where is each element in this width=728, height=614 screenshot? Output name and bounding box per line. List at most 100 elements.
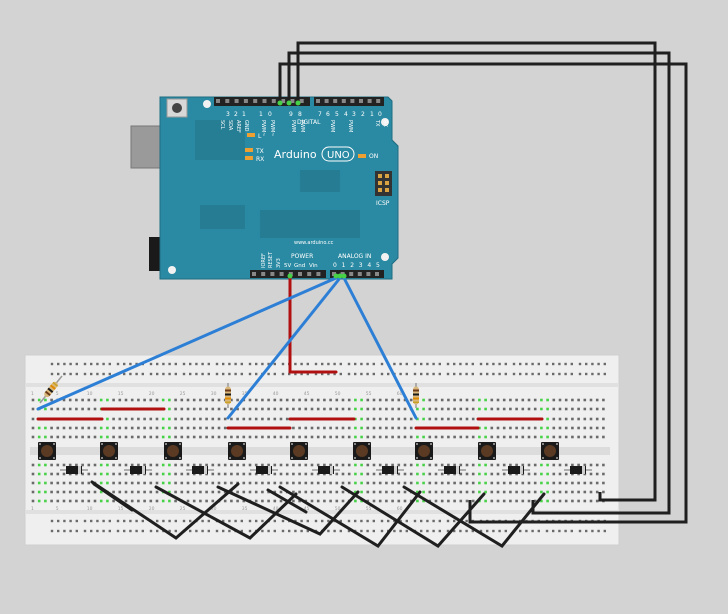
analog-pin-number: 0	[333, 262, 337, 269]
black-long-wires	[278, 41, 688, 524]
power-pin-label: 5V	[284, 263, 291, 269]
long-wire-pin10	[278, 62, 688, 524]
black-wire-7	[92, 482, 134, 512]
power-pin-label: Vin	[309, 263, 318, 269]
breadboard: 1155101015152020252530303535404045455050…	[24, 354, 620, 546]
digital-pin-number: 3	[352, 111, 356, 118]
digital-pin-label: SDA	[227, 120, 233, 131]
row-number-bottom: 20	[149, 506, 155, 512]
breadboard-row-numbers: 1155101015152020252530303535404045455050…	[31, 391, 403, 512]
digital-pin-label: SCL	[219, 120, 225, 130]
row-number-top: 60	[397, 391, 403, 397]
black-wire-3	[216, 485, 360, 536]
digital-pin-number: 9	[289, 111, 293, 118]
digital-pin-number: 1	[370, 111, 374, 118]
diode	[312, 466, 340, 474]
digital-label: DIGITAL	[297, 119, 321, 126]
push-button[interactable]	[100, 442, 118, 460]
row-number-top: 40	[273, 391, 279, 397]
wires	[36, 41, 688, 548]
digital-pin-label: PWM~	[260, 120, 266, 136]
diode	[124, 466, 152, 474]
push-button[interactable]	[353, 442, 371, 460]
push-button[interactable]	[164, 442, 182, 460]
uno-badge	[321, 146, 355, 162]
diode	[564, 466, 592, 474]
digital-pin-number: 1	[259, 111, 263, 118]
digital-pin-label: AREF	[235, 120, 241, 133]
analog-pin-number: 5	[376, 262, 380, 269]
arduino-board: L TX RX Arduino UNO ON ICSP www.arduino.…	[130, 96, 399, 280]
analog-header	[330, 270, 384, 278]
push-button[interactable]	[38, 442, 56, 460]
reset-button-cap[interactable]	[172, 103, 182, 113]
digital-pin-label: PWM	[299, 120, 305, 132]
digital-pin-label: RX	[382, 120, 388, 127]
power-pin-label: RESET	[268, 251, 274, 268]
resistor	[413, 383, 419, 408]
row-number-top: 10	[87, 391, 93, 397]
digital-pin-number: 2	[361, 111, 365, 118]
row-number-top: 35	[242, 391, 248, 397]
digital-pin-number: 4	[344, 111, 348, 118]
diode	[376, 466, 404, 474]
row-number-top: 25	[180, 391, 186, 397]
led-tx	[245, 148, 253, 152]
led-label-l: L	[258, 133, 262, 140]
digital-pin-number: 1	[242, 111, 246, 118]
blue-wire-a2	[342, 276, 418, 420]
analog-in-label: ANALOG IN	[338, 253, 371, 260]
digital-pin-label: PWM	[290, 120, 296, 132]
push-button[interactable]	[478, 442, 496, 460]
row-number-bottom: 15	[118, 506, 124, 512]
row-number-bottom: 10	[87, 506, 93, 512]
black-wire-2	[154, 485, 298, 540]
row-number-bottom: 45	[304, 506, 310, 512]
power-pin-label: Gnd	[294, 263, 305, 269]
row-number-bottom: 55	[366, 506, 372, 512]
led-l	[247, 133, 255, 137]
black-wire-8	[266, 488, 308, 514]
digital-pin-number: 7	[318, 111, 322, 118]
digital-pin-number: 0	[378, 111, 382, 118]
push-button[interactable]	[541, 442, 559, 460]
digital-header-right	[314, 97, 384, 106]
analog-pin-number: 3	[359, 262, 363, 269]
diode	[186, 466, 214, 474]
digital-pin-number: 6	[326, 111, 330, 118]
blue-wire-a1	[226, 276, 342, 420]
digital-pin-label: GND	[243, 120, 249, 132]
digital-pin-number: 2	[234, 111, 238, 118]
led-rx	[245, 156, 253, 160]
analog-pin-number: 4	[367, 262, 371, 269]
row-number-bottom: 1	[31, 506, 34, 512]
digital-pin-number: 8	[298, 111, 302, 118]
led-label-tx: TX	[255, 148, 264, 155]
on-label: ON	[369, 153, 378, 160]
black-wire-6	[402, 485, 546, 548]
push-button[interactable]	[290, 442, 308, 460]
row-number-bottom: 40	[273, 506, 279, 512]
power-pin-label: IOREF	[261, 253, 267, 268]
diode	[250, 466, 278, 474]
row-number-top: 55	[366, 391, 372, 397]
digital-pin-number: 5	[335, 111, 339, 118]
row-number-bottom: 30	[211, 506, 217, 512]
diode	[502, 466, 530, 474]
long-wire-pin9	[287, 51, 671, 515]
row-number-bottom: 5	[56, 506, 59, 512]
digital-pin-label: PWM	[347, 120, 353, 132]
diode	[60, 466, 88, 474]
black-wire-4	[278, 485, 422, 548]
power-pin-label: 3V3	[276, 258, 282, 268]
icsp-header	[375, 171, 392, 196]
digital-pin-number: 3	[226, 111, 230, 118]
digital-header-left	[214, 97, 310, 106]
push-button[interactable]	[415, 442, 433, 460]
row-number-top: 20	[149, 391, 155, 397]
led-label-rx: RX	[256, 156, 264, 163]
push-button[interactable]	[228, 442, 246, 460]
arduino-brand-label: Arduino	[274, 148, 317, 161]
power-header	[250, 270, 326, 278]
